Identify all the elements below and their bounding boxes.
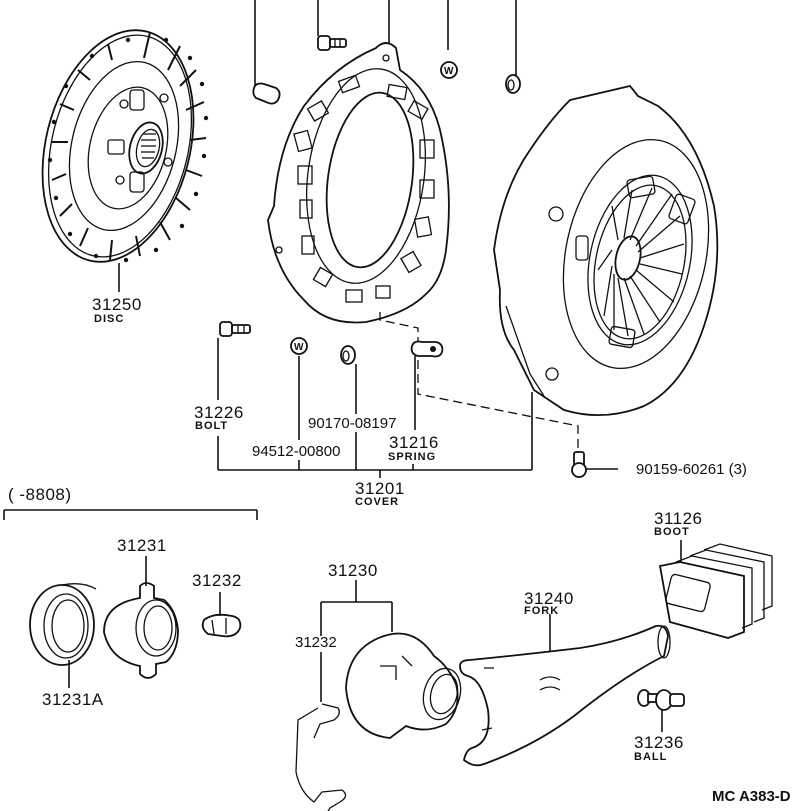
clutch-cover-part (493, 84, 719, 417)
fork-part-name: FORK (524, 605, 560, 617)
top-washer-part: W (440, 61, 458, 79)
mid-nut-part (340, 345, 356, 365)
hub-part-number: 31231 (117, 536, 167, 555)
svg-text:W: W (444, 66, 454, 77)
cover-part-number: 31201 (355, 479, 405, 498)
mid-bolt-part (219, 321, 251, 337)
bolt-part-name: BOLT (195, 420, 229, 432)
bearing-assembly-leaders (320, 580, 393, 702)
top-bolt-part (317, 35, 347, 51)
ball-stud-part (637, 689, 685, 711)
clutch-disc-part (41, 29, 209, 263)
pressure-plate-ring-part (267, 42, 450, 324)
fork-part-number: 31240 (524, 589, 574, 608)
bearing-part-number: 31231A (42, 690, 104, 709)
cover-part-name: COVER (355, 496, 400, 508)
bearing-assembly-part (345, 632, 462, 739)
bolt-part-number: 31226 (194, 403, 244, 422)
cover-group-leaders (217, 312, 579, 478)
small-clip-part (201, 613, 242, 638)
pin-part (252, 82, 281, 105)
spring-part-number: 31216 (389, 433, 439, 452)
ball-part-name: BALL (634, 751, 668, 763)
bearing-hub-part (103, 582, 179, 679)
range-note: ( -8808) (8, 485, 72, 504)
retaining-clip-part (295, 703, 347, 811)
screw-part-number: 90159-60261 (3) (636, 461, 747, 478)
boot-part (658, 543, 773, 639)
washer-part-number: 94512-00800 (252, 443, 341, 460)
release-fork-part (459, 624, 671, 767)
spring-part (410, 340, 444, 358)
clip-part-number: 31232 (295, 634, 337, 651)
ball-part-number: 31236 (634, 733, 684, 752)
nut-part-number: 90170-08197 (308, 415, 397, 432)
diagram-code: MC A383-D (712, 788, 791, 805)
small-clip-part-number: 31232 (192, 571, 242, 590)
release-bearing-part (29, 583, 97, 666)
boot-part-name: BOOT (654, 526, 690, 538)
svg-text:W: W (294, 342, 304, 353)
screw-part (571, 451, 618, 478)
top-nut-part (505, 74, 521, 94)
mid-washer-part: W (290, 337, 308, 355)
boot-part-number: 31126 (654, 509, 703, 528)
disc-part-name: DISC (94, 313, 125, 325)
disc-part-number: 31250 (92, 295, 142, 314)
bearing-assembly-part-number: 31230 (328, 561, 378, 580)
top-leaders (254, 0, 517, 86)
range-bracket (3, 509, 258, 520)
spring-part-name: SPRING (388, 451, 437, 463)
